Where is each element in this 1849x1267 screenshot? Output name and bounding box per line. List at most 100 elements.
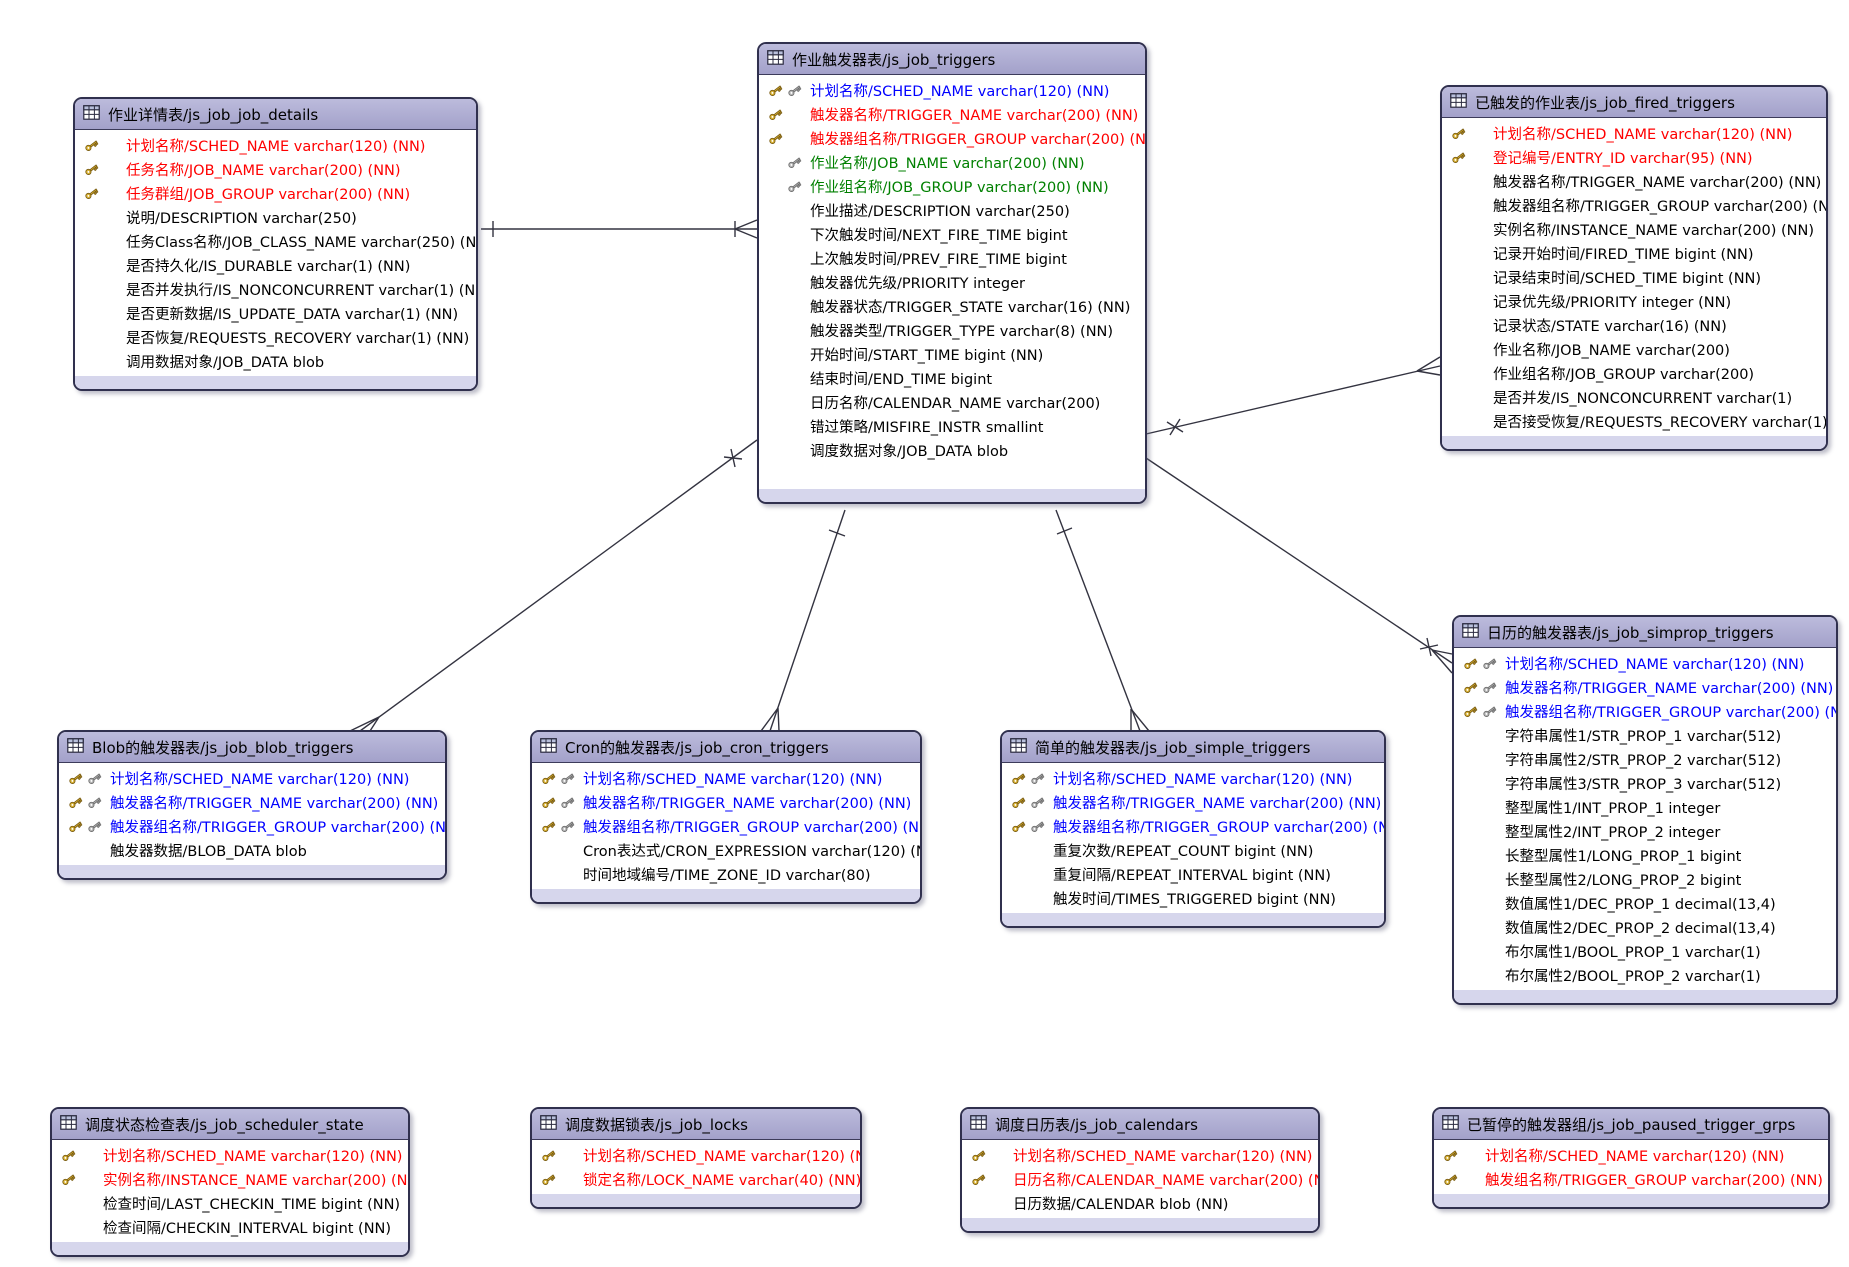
field-row[interactable]: 数值属性2/DEC_PROP_2 decimal(13,4) [1454, 915, 1836, 939]
field-row[interactable]: 说明/DESCRIPTION varchar(250) [75, 205, 476, 229]
field-row[interactable]: 下次触发时间/NEXT_FIRE_TIME bigint [759, 222, 1145, 246]
field-row[interactable]: 时间地域编号/TIME_ZONE_ID varchar(80) [532, 862, 920, 886]
table-header[interactable]: 调度日历表/js_job_calendars [962, 1109, 1318, 1140]
relationship-triggers-to-cron[interactable] [760, 509, 846, 732]
table-js_job_scheduler_state[interactable]: 调度状态检查表/js_job_scheduler_state 计划名称/SCHE… [50, 1107, 410, 1257]
field-row[interactable]: 重复次数/REPEAT_COUNT bigint (NN) [1002, 838, 1384, 862]
field-row[interactable]: 触发器名称/TRIGGER_NAME varchar(200) (NN) [1002, 790, 1384, 814]
field-row[interactable]: 记录状态/STATE varchar(16) (NN) [1442, 313, 1826, 337]
field-row[interactable]: 整型属性1/INT_PROP_1 integer [1454, 795, 1836, 819]
table-js_job_simprop_triggers[interactable]: 日历的触发器表/js_job_simprop_triggers 计划名称/SCH… [1452, 615, 1838, 1005]
field-row[interactable]: 触发器组名称/TRIGGER_GROUP varchar(200) (NN) [1454, 699, 1836, 723]
field-row[interactable]: 计划名称/SCHED_NAME varchar(120) (NN) [52, 1143, 408, 1167]
field-row[interactable]: 触发组名称/TRIGGER_GROUP varchar(200) (NN) [1434, 1167, 1828, 1191]
field-row[interactable]: 触发器组名称/TRIGGER_GROUP varchar(200) (NN) [1442, 193, 1826, 217]
field-row[interactable]: 计划名称/SCHED_NAME varchar(120) (NN) [1454, 651, 1836, 675]
field-row[interactable]: 字符串属性3/STR_PROP_3 varchar(512) [1454, 771, 1836, 795]
relationship-triggers-to-blob[interactable] [349, 439, 758, 732]
field-row[interactable]: 计划名称/SCHED_NAME varchar(120) (NN) [532, 1143, 860, 1167]
field-row[interactable]: 检查时间/LAST_CHECKIN_TIME bigint (NN) [52, 1191, 408, 1215]
field-row[interactable]: 错过策略/MISFIRE_INSTR smallint [759, 414, 1145, 438]
table-header[interactable]: 调度状态检查表/js_job_scheduler_state [52, 1109, 408, 1140]
table-header[interactable]: Cron的触发器表/js_job_cron_triggers [532, 732, 920, 763]
table-js_job_fired_triggers[interactable]: 已触发的作业表/js_job_fired_triggers 计划名称/SCHED… [1440, 85, 1828, 451]
field-row[interactable]: 日历数据/CALENDAR blob (NN) [962, 1191, 1318, 1215]
field-row[interactable]: 日历名称/CALENDAR_NAME varchar(200) (NN) [962, 1167, 1318, 1191]
field-row[interactable]: 字符串属性1/STR_PROP_1 varchar(512) [1454, 723, 1836, 747]
field-row[interactable]: 作业描述/DESCRIPTION varchar(250) [759, 198, 1145, 222]
field-row[interactable]: 任务名称/JOB_NAME varchar(200) (NN) [75, 157, 476, 181]
field-row[interactable]: 触发器组名称/TRIGGER_GROUP varchar(200) (NN) [59, 814, 445, 838]
table-js_job_paused_trigger_grps[interactable]: 已暂停的触发器组/js_job_paused_trigger_grps 计划名称… [1432, 1107, 1830, 1209]
field-row[interactable]: 触发器名称/TRIGGER_NAME varchar(200) (NN) [532, 790, 920, 814]
table-header[interactable]: 已暂停的触发器组/js_job_paused_trigger_grps [1434, 1109, 1828, 1140]
field-row[interactable]: 布尔属性1/BOOL_PROP_1 varchar(1) [1454, 939, 1836, 963]
field-row[interactable]: 上次触发时间/PREV_FIRE_TIME bigint [759, 246, 1145, 270]
field-row[interactable]: 调用数据对象/JOB_DATA blob [75, 349, 476, 373]
field-row[interactable]: 整型属性2/INT_PROP_2 integer [1454, 819, 1836, 843]
field-row[interactable]: 是否接受恢复/REQUESTS_RECOVERY varchar(1) [1442, 409, 1826, 433]
field-row[interactable]: 作业名称/JOB_NAME varchar(200) (NN) [759, 150, 1145, 174]
field-row[interactable]: 任务Class名称/JOB_CLASS_NAME varchar(250) (N… [75, 229, 476, 253]
field-row[interactable]: 锁定名称/LOCK_NAME varchar(40) (NN) [532, 1167, 860, 1191]
field-row[interactable]: 触发器状态/TRIGGER_STATE varchar(16) (NN) [759, 294, 1145, 318]
field-row[interactable]: 作业组名称/JOB_GROUP varchar(200) [1442, 361, 1826, 385]
field-row[interactable]: 重复间隔/REPEAT_INTERVAL bigint (NN) [1002, 862, 1384, 886]
table-js_job_locks[interactable]: 调度数据锁表/js_job_locks 计划名称/SCHED_NAME varc… [530, 1107, 862, 1209]
field-row[interactable]: 触发器名称/TRIGGER_NAME varchar(200) (NN) [1454, 675, 1836, 699]
field-row[interactable]: 计划名称/SCHED_NAME varchar(120) (NN) [962, 1143, 1318, 1167]
field-row[interactable]: 检查间隔/CHECKIN_INTERVAL bigint (NN) [52, 1215, 408, 1239]
field-row[interactable]: 实例名称/INSTANCE_NAME varchar(200) (NN) [1442, 217, 1826, 241]
field-row[interactable]: 任务群组/JOB_GROUP varchar(200) (NN) [75, 181, 476, 205]
table-js_job_cron_triggers[interactable]: Cron的触发器表/js_job_cron_triggers 计划名称/SCHE… [530, 730, 922, 904]
field-row[interactable]: 调度数据对象/JOB_DATA blob [759, 438, 1145, 462]
field-row[interactable]: 触发器组名称/TRIGGER_GROUP varchar(200) (NN) [759, 126, 1145, 150]
field-row[interactable]: Cron表达式/CRON_EXPRESSION varchar(120) (NN… [532, 838, 920, 862]
field-row[interactable]: 触发器类型/TRIGGER_TYPE varchar(8) (NN) [759, 318, 1145, 342]
field-row[interactable]: 结束时间/END_TIME bigint [759, 366, 1145, 390]
field-row[interactable]: 作业名称/JOB_NAME varchar(200) [1442, 337, 1826, 361]
field-row[interactable]: 是否恢复/REQUESTS_RECOVERY varchar(1) (NN) [75, 325, 476, 349]
field-row[interactable]: 计划名称/SCHED_NAME varchar(120) (NN) [1442, 121, 1826, 145]
field-row[interactable]: 数值属性1/DEC_PROP_1 decimal(13,4) [1454, 891, 1836, 915]
field-row[interactable]: 长整型属性2/LONG_PROP_2 bigint [1454, 867, 1836, 891]
table-header[interactable]: 作业触发器表/js_job_triggers [759, 44, 1145, 75]
table-header[interactable]: 调度数据锁表/js_job_locks [532, 1109, 860, 1140]
table-header[interactable]: Blob的触发器表/js_job_blob_triggers [59, 732, 445, 763]
field-row[interactable]: 登记编号/ENTRY_ID varchar(95) (NN) [1442, 145, 1826, 169]
field-row[interactable]: 计划名称/SCHED_NAME varchar(120) (NN) [532, 766, 920, 790]
field-row[interactable]: 计划名称/SCHED_NAME varchar(120) (NN) [59, 766, 445, 790]
table-header[interactable]: 已触发的作业表/js_job_fired_triggers [1442, 87, 1826, 118]
field-row[interactable]: 作业组名称/JOB_GROUP varchar(200) (NN) [759, 174, 1145, 198]
field-row[interactable]: 记录结束时间/SCHED_TIME bigint (NN) [1442, 265, 1826, 289]
relationship-triggers-to-fired[interactable] [1145, 356, 1441, 436]
table-header[interactable]: 作业详情表/js_job_job_details [75, 99, 476, 130]
field-row[interactable]: 长整型属性1/LONG_PROP_1 bigint [1454, 843, 1836, 867]
relationship-job-details-to-triggers[interactable] [481, 219, 758, 239]
table-js_job_simple_triggers[interactable]: 简单的触发器表/js_job_simple_triggers 计划名称/SCHE… [1000, 730, 1386, 928]
field-row[interactable]: 计划名称/SCHED_NAME varchar(120) (NN) [75, 133, 476, 157]
field-row[interactable]: 触发器优先级/PRIORITY integer [759, 270, 1145, 294]
table-header[interactable]: 日历的触发器表/js_job_simprop_triggers [1454, 617, 1836, 648]
table-js_job_triggers[interactable]: 作业触发器表/js_job_triggers 计划名称/SCHED_NAME v… [757, 42, 1147, 504]
relationship-triggers-to-simprop[interactable] [1145, 457, 1453, 674]
field-row[interactable]: 字符串属性2/STR_PROP_2 varchar(512) [1454, 747, 1836, 771]
field-row[interactable]: 触发器数据/BLOB_DATA blob [59, 838, 445, 862]
table-js_job_job_details[interactable]: 作业详情表/js_job_job_details 计划名称/SCHED_NAME… [73, 97, 478, 391]
field-row[interactable]: 触发器组名称/TRIGGER_GROUP varchar(200) (NN) [532, 814, 920, 838]
field-row[interactable]: 计划名称/SCHED_NAME varchar(120) (NN) [759, 78, 1145, 102]
field-row[interactable]: 触发器组名称/TRIGGER_GROUP varchar(200) (NN) [1002, 814, 1384, 838]
field-row[interactable]: 布尔属性2/BOOL_PROP_2 varchar(1) [1454, 963, 1836, 987]
field-row[interactable]: 日历名称/CALENDAR_NAME varchar(200) [759, 390, 1145, 414]
field-row[interactable]: 开始时间/START_TIME bigint (NN) [759, 342, 1145, 366]
table-header[interactable]: 简单的触发器表/js_job_simple_triggers [1002, 732, 1384, 763]
table-js_job_calendars[interactable]: 调度日历表/js_job_calendars 计划名称/SCHED_NAME v… [960, 1107, 1320, 1233]
relationship-triggers-to-simple[interactable] [1055, 509, 1150, 732]
field-row[interactable]: 是否并发执行/IS_NONCONCURRENT varchar(1) (NN) [75, 277, 476, 301]
field-row[interactable]: 计划名称/SCHED_NAME varchar(120) (NN) [1434, 1143, 1828, 1167]
field-row[interactable]: 是否并发/IS_NONCONCURRENT varchar(1) [1442, 385, 1826, 409]
field-row[interactable]: 触发器名称/TRIGGER_NAME varchar(200) (NN) [59, 790, 445, 814]
field-row[interactable]: 触发时间/TIMES_TRIGGERED bigint (NN) [1002, 886, 1384, 910]
field-row[interactable]: 记录开始时间/FIRED_TIME bigint (NN) [1442, 241, 1826, 265]
